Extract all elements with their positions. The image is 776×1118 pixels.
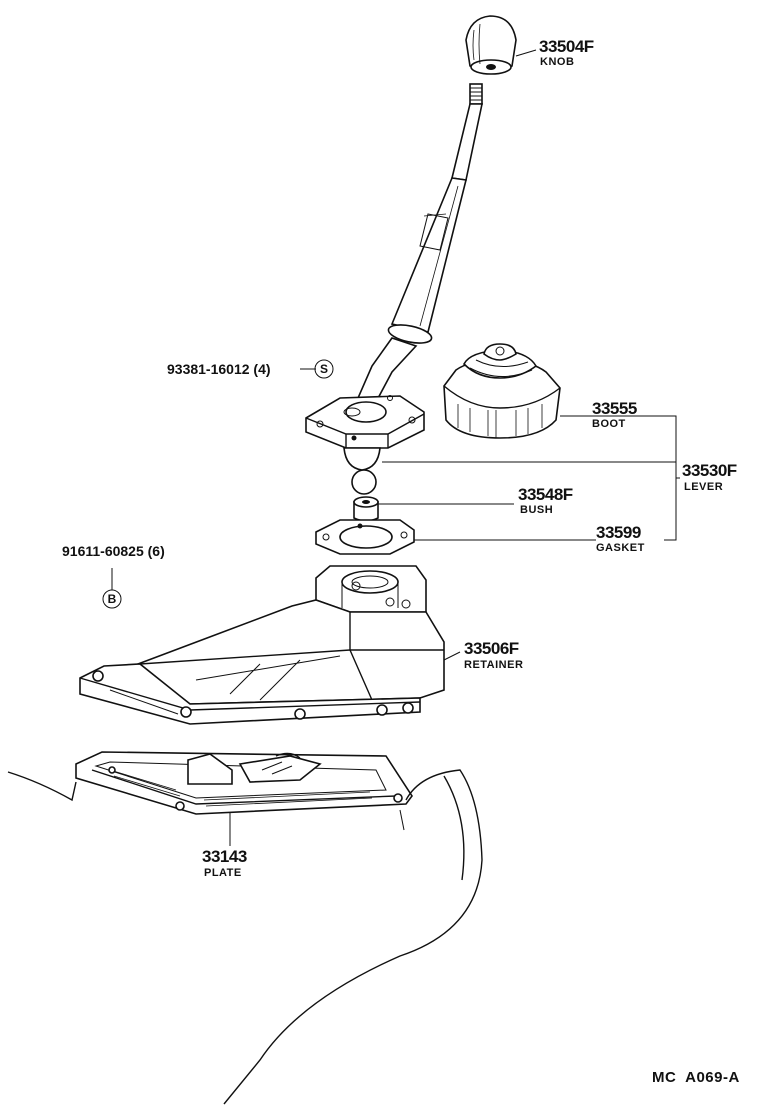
- part-number-knob: 33504F: [539, 37, 594, 56]
- label-knob: 33504F KNOB: [539, 37, 594, 68]
- screw-ref: 93381-16012 (4): [167, 361, 271, 377]
- gasket-drawing: [315, 519, 415, 555]
- diagram-code: MC A069-A: [652, 1069, 740, 1086]
- label-gasket: 33599 GASKET: [596, 523, 645, 554]
- part-name-lever: LEVER: [684, 481, 723, 493]
- knob-drawing: [465, 15, 517, 75]
- plate-drawing: [7, 751, 483, 1105]
- label-bolt: 91611-60825 (6) B: [62, 543, 165, 609]
- part-number-retainer: 33506F: [464, 639, 519, 658]
- boot-drawing: [443, 343, 561, 439]
- bush-drawing: [353, 496, 379, 522]
- label-plate: 33143 PLATE: [202, 847, 247, 879]
- leader-lines: [111, 49, 680, 846]
- label-boot: 33555 BOOT: [592, 399, 637, 430]
- label-screw: 93381-16012 (4) S: [167, 359, 334, 379]
- part-name-knob: KNOB: [540, 56, 574, 68]
- screw-symbol: S: [320, 362, 328, 376]
- label-retainer: 33506F RETAINER: [464, 639, 523, 671]
- lever-drawing: [305, 83, 483, 495]
- bolt-ref: 91611-60825 (6): [62, 543, 165, 559]
- part-number-boot: 33555: [592, 399, 637, 418]
- part-name-bush: BUSH: [520, 504, 553, 516]
- part-number-bush: 33548F: [518, 485, 573, 504]
- retainer-drawing: [79, 565, 445, 725]
- part-number-gasket: 33599: [596, 523, 641, 542]
- part-name-plate: PLATE: [204, 867, 242, 879]
- part-name-gasket: GASKET: [596, 542, 645, 554]
- part-number-plate: 33143: [202, 847, 247, 866]
- part-name-boot: BOOT: [592, 418, 626, 430]
- label-lever: 33530F LEVER: [682, 461, 737, 493]
- label-bush: 33548F BUSH: [518, 485, 573, 516]
- bolt-symbol: B: [108, 592, 117, 606]
- part-name-retainer: RETAINER: [464, 659, 523, 671]
- part-number-lever: 33530F: [682, 461, 737, 480]
